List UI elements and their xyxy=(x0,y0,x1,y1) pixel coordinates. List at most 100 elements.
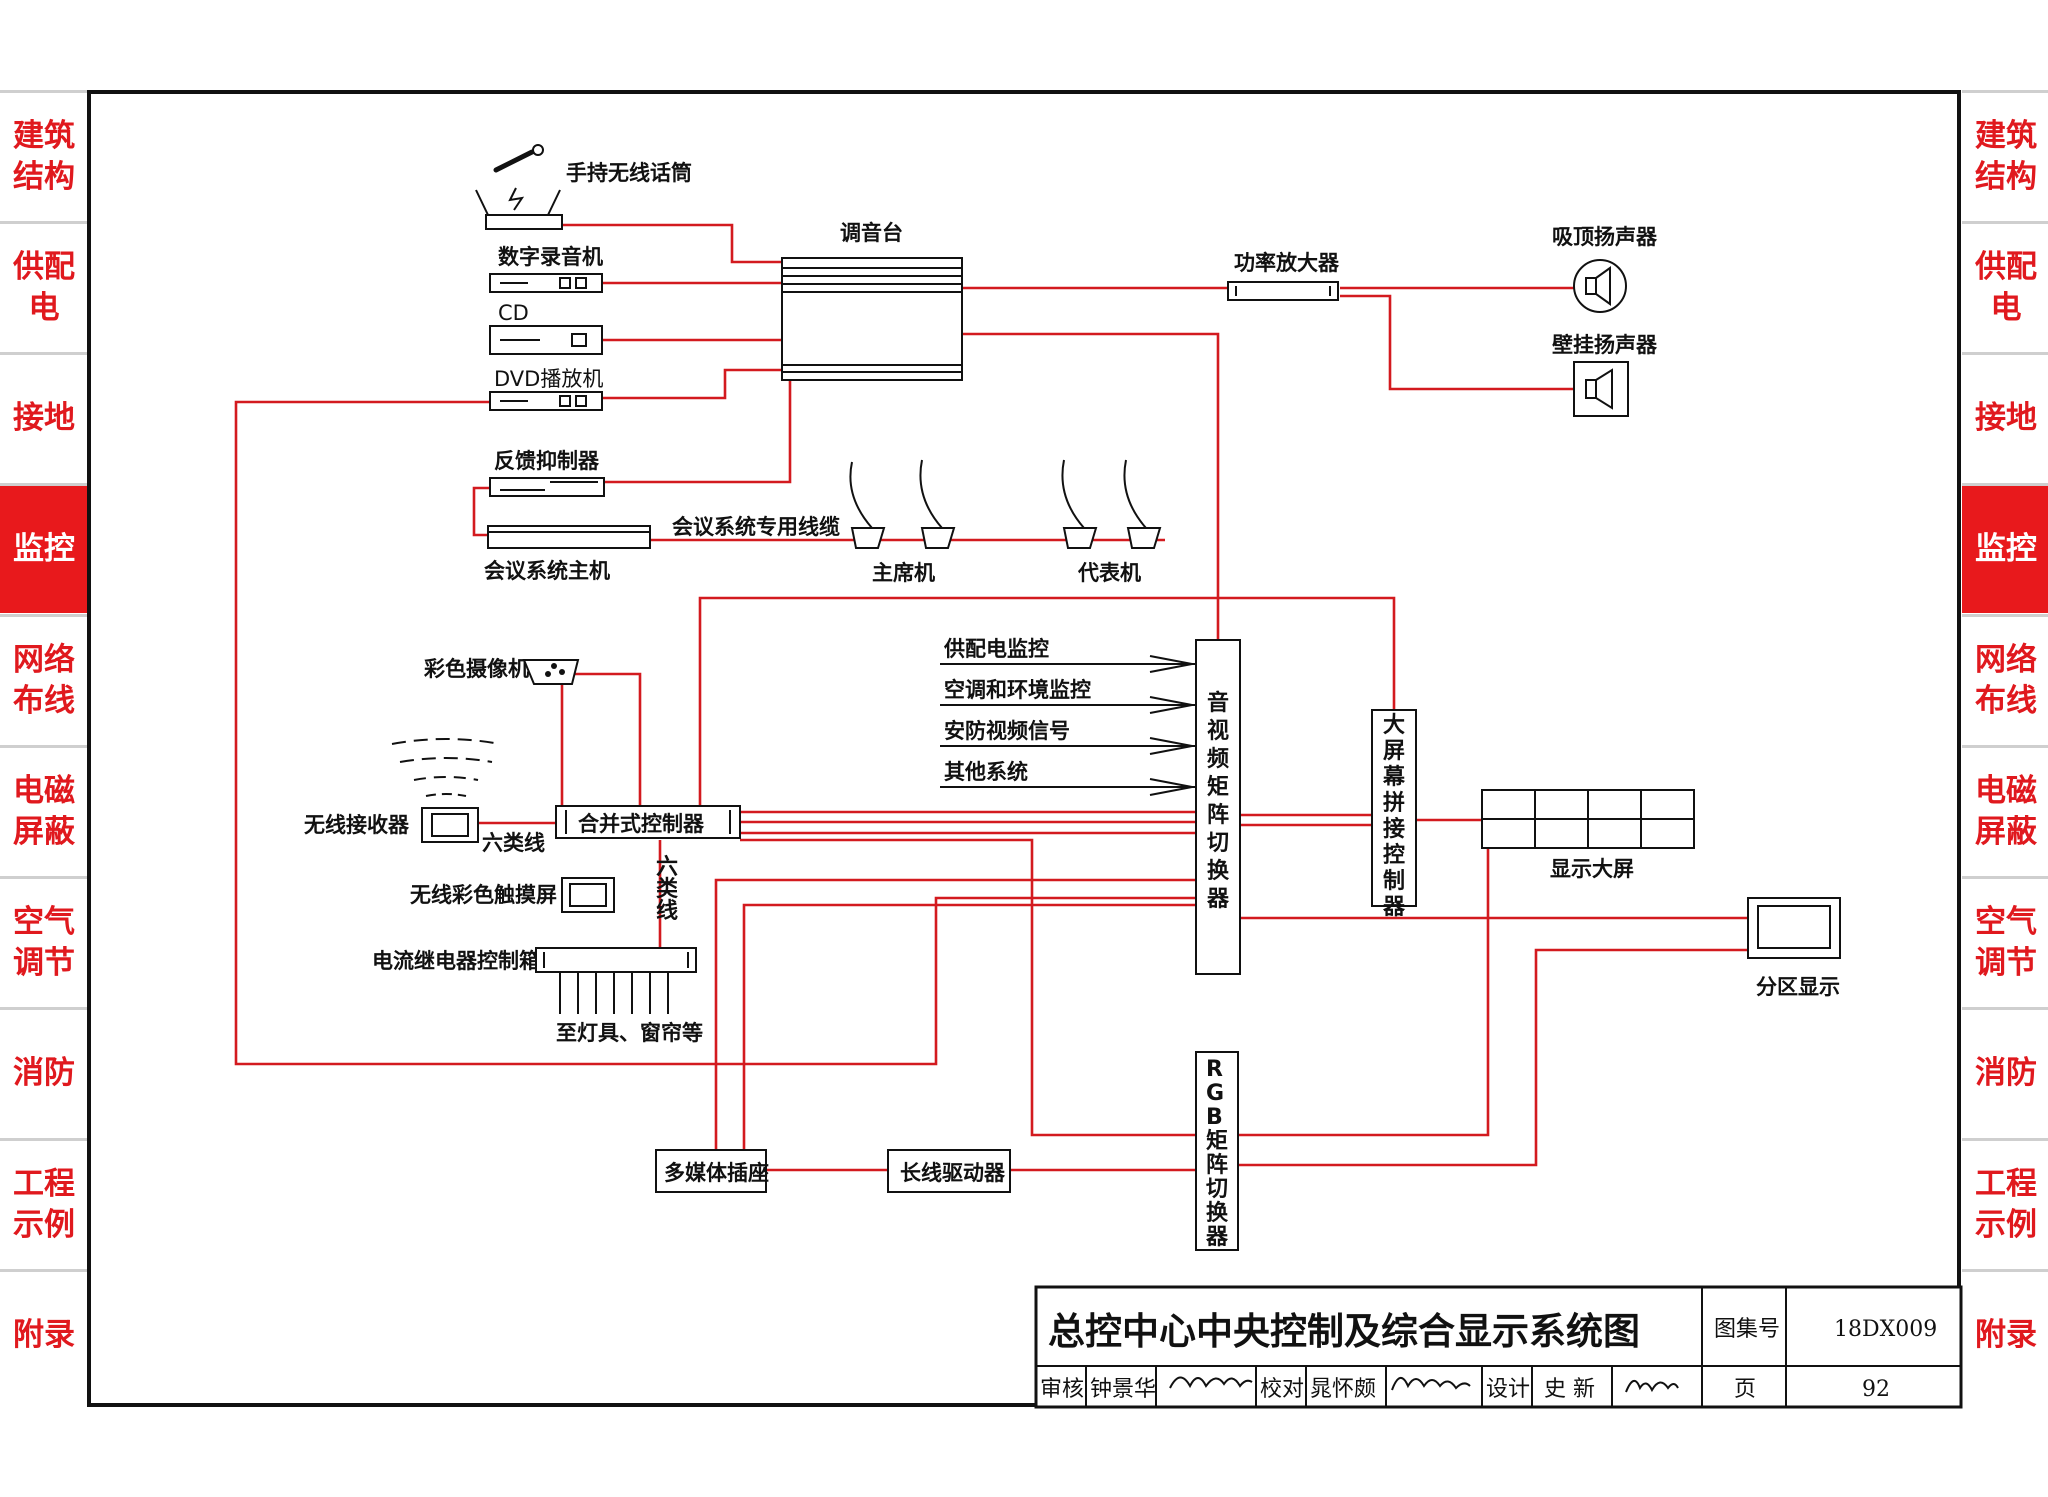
category-tab-label: 空气调节 xyxy=(13,904,75,981)
category-tab-label: 电磁屏蔽 xyxy=(1975,773,2037,850)
input-label: 其他系统 xyxy=(944,760,1028,784)
delegate-label: 代表机 xyxy=(1077,561,1141,585)
rgb-matrix-box xyxy=(1195,1051,1239,1251)
touch-screen-label: 无线彩色触摸屏 xyxy=(410,883,557,907)
display-wall-label: 显示大屏 xyxy=(1550,857,1634,881)
category-tab[interactable]: 监控 xyxy=(0,483,88,613)
category-tab[interactable]: 建筑结构 xyxy=(0,90,88,220)
category-tab[interactable]: 电磁屏蔽 xyxy=(0,745,88,875)
input-label: 空调和环境监控 xyxy=(944,678,1091,702)
checker-signature xyxy=(1391,1377,1471,1391)
red-wiring xyxy=(234,223,1748,1172)
category-tab-label: 附录 xyxy=(1975,1317,2037,1354)
cat6-label-a: 六类线 xyxy=(482,831,545,855)
wireless-mic-icon xyxy=(493,144,544,173)
display-wall xyxy=(1481,789,1695,849)
receiver-label: 无线接收器 xyxy=(304,813,410,837)
feedback-suppressor-icon xyxy=(489,477,605,497)
category-tab[interactable]: 工程示例 xyxy=(1962,1138,2048,1268)
designer-name: 史 新 xyxy=(1544,1377,1595,1402)
wall-speaker-label: 壁挂扬声器 xyxy=(1552,333,1658,357)
power-amp-icon xyxy=(1227,281,1339,301)
conference-cable-label: 会议系统专用线缆 xyxy=(672,515,840,539)
arrow-icon xyxy=(1149,778,1193,796)
category-tab-label: 附录 xyxy=(13,1317,75,1354)
relay-box-icon xyxy=(535,947,697,1014)
category-tab[interactable]: 建筑结构 xyxy=(1962,90,2048,220)
design-label: 设计 xyxy=(1486,1377,1530,1402)
category-tab-label: 建筑结构 xyxy=(1975,118,2037,195)
category-tab[interactable]: 附录 xyxy=(1962,1269,2048,1399)
digital-recorder-icon xyxy=(489,273,603,293)
category-tab[interactable]: 监控 xyxy=(1962,483,2048,613)
chairman-label: 主席机 xyxy=(872,561,935,585)
reviewer-signature xyxy=(1169,1376,1253,1389)
wall-speaker-icon xyxy=(1573,361,1629,417)
dvd-label: DVD播放机 xyxy=(494,367,603,391)
av-matrix-label: 音视频矩阵切换器 xyxy=(1206,690,1230,912)
cd-player-icon xyxy=(489,325,603,355)
category-tab[interactable]: 空气调节 xyxy=(1962,876,2048,1006)
reviewer-name: 钟景华 xyxy=(1090,1377,1156,1402)
category-tab[interactable]: 网络布线 xyxy=(1962,614,2048,744)
conference-mic-icon xyxy=(1061,459,1098,549)
controller-label: 合并式控制器 xyxy=(578,812,705,836)
camera-label: 彩色摄像机 xyxy=(423,657,529,681)
drawing-frame xyxy=(87,90,1961,1407)
category-tab[interactable]: 消防 xyxy=(1962,1007,2048,1137)
input-label: 安防视频信号 xyxy=(944,719,1070,743)
category-tab[interactable]: 电磁屏蔽 xyxy=(1962,745,2048,875)
arrow-icon xyxy=(1149,696,1193,714)
check-label: 校对 xyxy=(1260,1377,1304,1402)
category-tab[interactable]: 接地 xyxy=(1962,352,2048,482)
cat6-label-b: 六类线 xyxy=(656,855,679,924)
category-tab-label: 消防 xyxy=(1975,1055,2037,1092)
category-tab-label: 网络布线 xyxy=(13,642,75,719)
conference-mic-icon xyxy=(1123,459,1162,549)
category-tab[interactable]: 附录 xyxy=(0,1269,88,1399)
mixer-label: 调音台 xyxy=(840,221,903,245)
wireless-waves-icon xyxy=(391,738,501,797)
multimedia-socket-box xyxy=(655,1149,767,1193)
checker-name: 晁怀颇 xyxy=(1310,1377,1376,1402)
arrow-icon xyxy=(1149,655,1193,673)
recorder-label: 数字录音机 xyxy=(498,245,603,269)
long-line-driver-box xyxy=(887,1149,1011,1193)
integrated-controller-box xyxy=(555,805,741,839)
mic-receiver-icon xyxy=(475,187,563,230)
power-amp-label: 功率放大器 xyxy=(1234,251,1340,275)
atlas-label: 图集号 xyxy=(1714,1317,1780,1342)
category-tab[interactable]: 供配电 xyxy=(1962,221,2048,351)
category-tab[interactable]: 接地 xyxy=(0,352,88,482)
atlas-number: 18DX009 xyxy=(1834,1317,1937,1342)
splicing-controller-box xyxy=(1371,709,1417,907)
category-tab-label: 供配电 xyxy=(1975,249,2037,326)
category-tab-label: 接地 xyxy=(13,400,75,437)
category-tab-label: 工程示例 xyxy=(13,1166,75,1243)
touch-screen-icon xyxy=(561,877,615,913)
diagram-title: 总控中心中央控制及综合显示系统图 xyxy=(1048,1310,1640,1353)
conference-mic-icon xyxy=(919,459,956,549)
color-camera-icon xyxy=(522,659,580,685)
mixer-console xyxy=(781,257,963,381)
category-tab[interactable]: 网络布线 xyxy=(0,614,88,744)
ceiling-speaker-label: 吸顶扬声器 xyxy=(1552,225,1658,249)
category-tab-label: 接地 xyxy=(1975,400,2037,437)
category-tab[interactable]: 空气调节 xyxy=(0,876,88,1006)
category-tab-label: 消防 xyxy=(13,1055,75,1092)
category-tab-label: 供配电 xyxy=(13,249,75,326)
zone-display-icon xyxy=(1747,897,1841,959)
av-matrix-box xyxy=(1195,639,1241,975)
category-tab-label: 电磁屏蔽 xyxy=(13,773,75,850)
splicing-controller-label: 大屏幕拼接控制器 xyxy=(1382,713,1406,920)
category-tab[interactable]: 供配电 xyxy=(0,221,88,351)
relay-targets-label: 至灯具、窗帘等 xyxy=(556,1021,703,1045)
category-tab[interactable]: 消防 xyxy=(0,1007,88,1137)
conference-mic-icon xyxy=(849,461,886,549)
category-tab-label: 建筑结构 xyxy=(13,118,75,195)
relay-box-label: 电流继电器控制箱 xyxy=(372,949,540,973)
category-tab[interactable]: 工程示例 xyxy=(0,1138,88,1268)
